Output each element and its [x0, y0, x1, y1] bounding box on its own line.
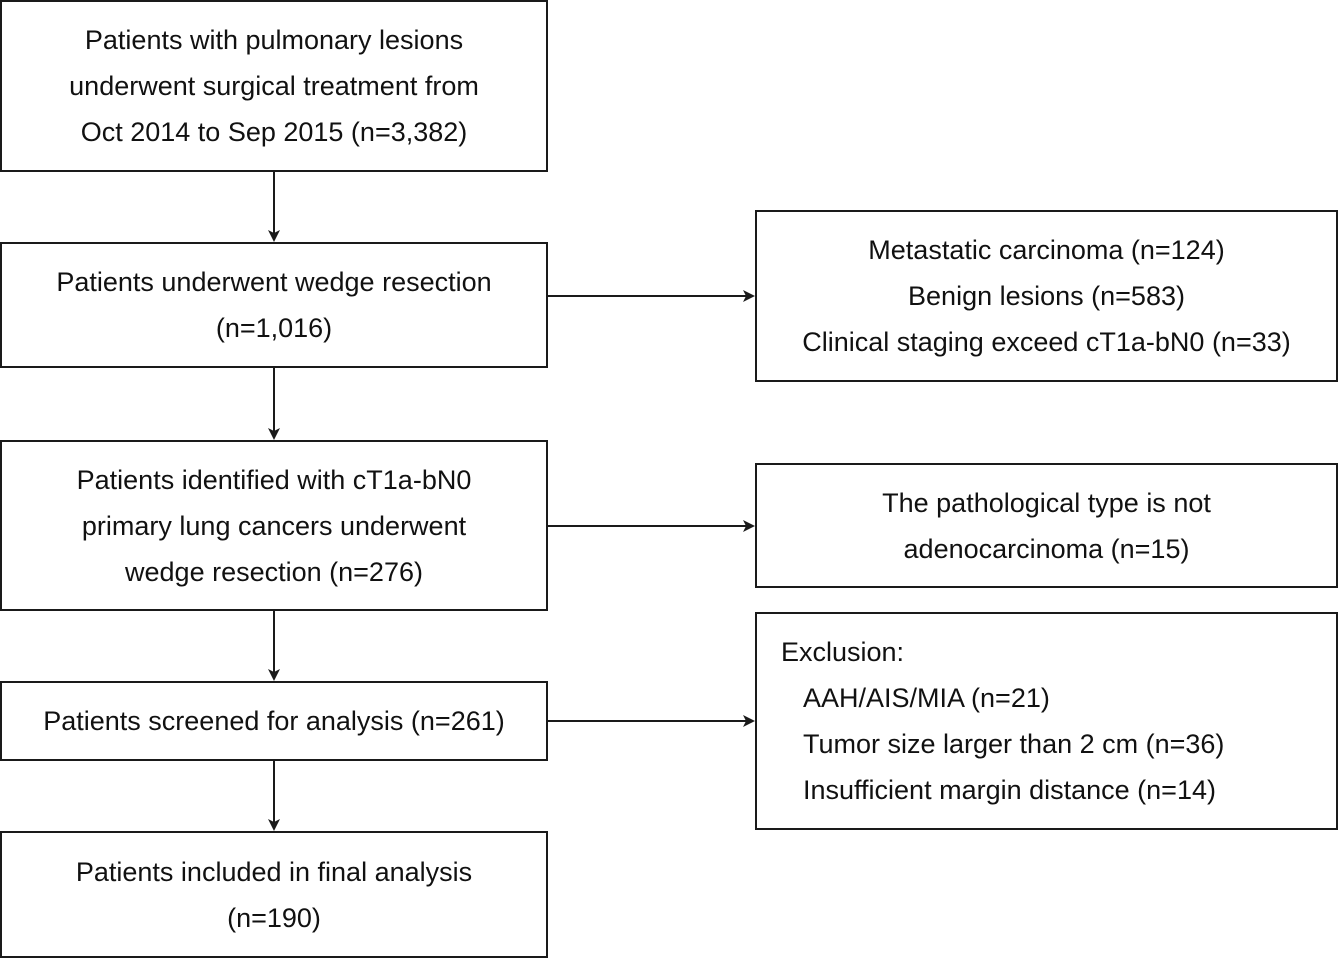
exclusion-box-1: Metastatic carcinoma (n=124) Benign lesi…	[755, 210, 1338, 382]
exclusion-1-line-2: Benign lesions (n=583)	[908, 281, 1185, 311]
flow-box-step1: Patients with pulmonary lesions underwen…	[0, 0, 548, 172]
exclusion-3-heading: Exclusion:	[781, 637, 905, 667]
exclusion-3-item-3: Insufficient margin distance (n=14)	[803, 775, 1216, 805]
flow-box-step4: Patients screened for analysis (n=261)	[0, 681, 548, 761]
flow-step4-line-1: Patients screened for analysis (n=261)	[43, 706, 505, 736]
exclusion-box-3: Exclusion: AAH/AIS/MIA (n=21) Tumor size…	[755, 612, 1338, 830]
flow-step3-line-1: Patients identified with cT1a-bN0	[76, 464, 472, 495]
flow-box-step3: Patients identified with cT1a-bN0 primar…	[0, 440, 548, 611]
flow-step3-line-3: wedge resection (n=276)	[125, 556, 423, 587]
exclusion-3-item-2: Tumor size larger than 2 cm (n=36)	[803, 729, 1225, 759]
flow-step1-line-1: Patients with pulmonary lesions	[84, 25, 464, 55]
exclusion-1-line-3: Clinical staging exceed cT1a-bN0 (n=33)	[802, 327, 1291, 357]
exclusion-2-line-2: adenocarcinoma (n=15)	[903, 533, 1190, 564]
flow-box-step5: Patients included in final analysis (n=1…	[0, 831, 548, 958]
exclusion-2-line-1: The pathological type is not	[882, 487, 1211, 518]
exclusion-3-item-1: AAH/AIS/MIA (n=21)	[803, 683, 1050, 713]
flow-step1-line-2: underwent surgical treatment from	[69, 71, 479, 101]
flow-step2-line-1: Patients underwent wedge resection	[56, 267, 492, 297]
flow-step3-line-2: primary lung cancers underwent	[81, 510, 467, 541]
flow-step1-line-3: Oct 2014 to Sep 2015 (n=3,382)	[80, 117, 468, 147]
flow-box-step2: Patients underwent wedge resection (n=1,…	[0, 242, 548, 368]
exclusion-box-2: The pathological type is not adenocarcin…	[755, 463, 1338, 588]
flow-step5-line-1: Patients included in final analysis	[75, 856, 473, 887]
exclusion-1-line-1: Metastatic carcinoma (n=124)	[868, 235, 1225, 265]
flow-step2-line-2: (n=1,016)	[215, 313, 333, 343]
flow-step5-line-2: (n=190)	[227, 902, 321, 933]
